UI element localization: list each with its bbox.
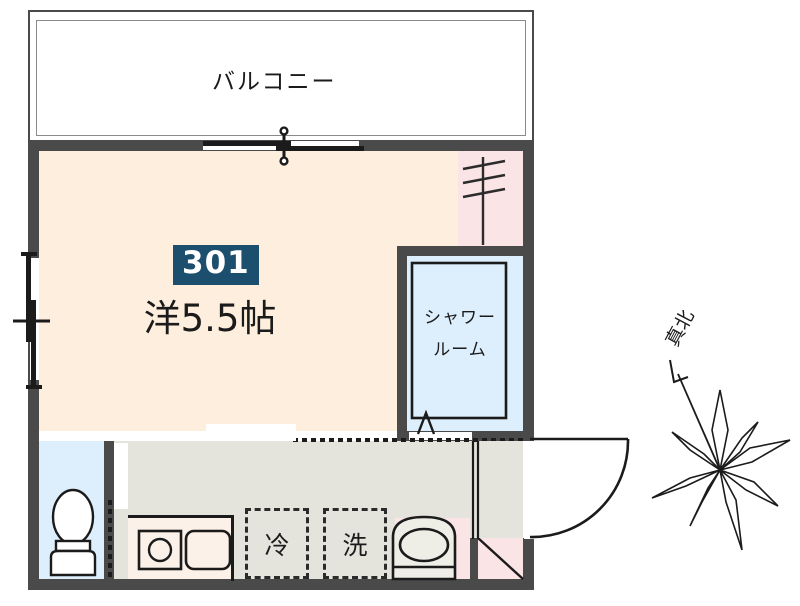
- shower-room-floor: [407, 256, 523, 431]
- entrance-door-opening: [524, 443, 534, 539]
- kitchen-stove-icon: [137, 529, 183, 571]
- wall-shower-left: [397, 246, 407, 441]
- unit-number-badge: 301: [173, 245, 259, 285]
- main-room-floor: [39, 151, 458, 431]
- kitchen-sink-icon: [184, 529, 232, 571]
- washbasin-icon: [391, 515, 457, 581]
- toilet-door-opening: [114, 443, 128, 509]
- closet-hanger-icon: [462, 157, 506, 245]
- shower-room-label-line2: ルーム: [433, 340, 487, 360]
- wall-right-lower: [523, 538, 534, 590]
- toilet-fixture-icon: [49, 488, 97, 577]
- shower-tray-outline: [410, 261, 508, 420]
- toilet-door-dotted-line: [108, 500, 112, 580]
- kitchen-counter-outline: [128, 515, 234, 581]
- wall-shower-top: [397, 246, 523, 256]
- genkan-hall-floor: [478, 441, 523, 538]
- balcony-sliding-door-icon: [203, 126, 364, 166]
- refrigerator-box: 冷: [245, 508, 309, 579]
- wall-bottom: [28, 579, 534, 590]
- entrance-door-swing-icon: [529, 437, 630, 539]
- washer-box: 洗: [323, 508, 387, 579]
- compass-rose: 真北: [650, 306, 800, 564]
- balcony-inner-frame: [36, 20, 526, 136]
- main-room-label: 洋5.5帖: [143, 297, 277, 340]
- wall-genkan-left: [470, 538, 478, 579]
- shower-folding-door-icon: [416, 409, 436, 435]
- shoe-box-diagonal: [477, 537, 524, 580]
- hallway-upper-dotted-edge: [293, 438, 523, 442]
- room-entry-opening: [206, 424, 296, 441]
- left-window-icon: [13, 252, 50, 389]
- wall-right: [523, 140, 534, 436]
- shower-room-label-line1: シャワー: [424, 308, 496, 328]
- genkan-step-line: [471, 441, 480, 539]
- shower-door-opening: [409, 432, 472, 440]
- balcony-label: バルコニー: [212, 69, 337, 95]
